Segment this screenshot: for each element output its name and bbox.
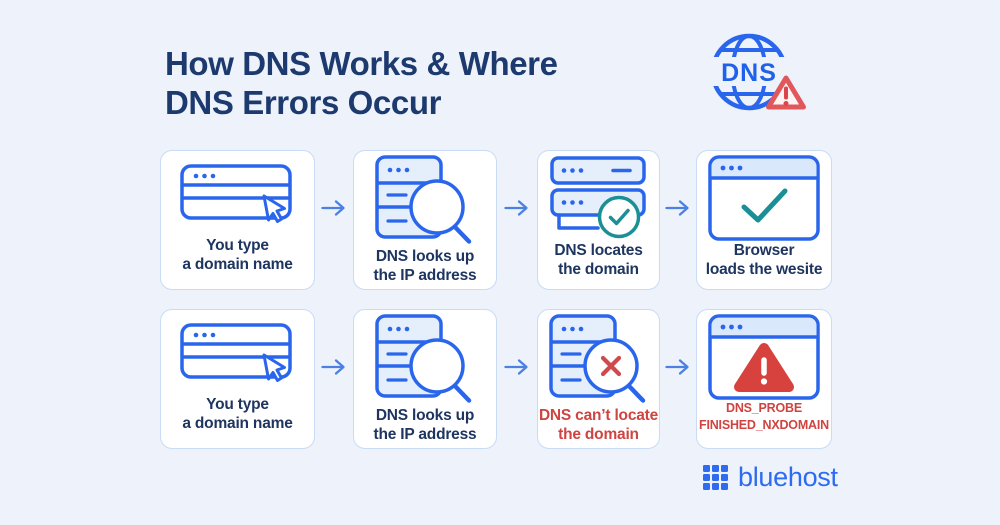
flow-arrow [315, 309, 353, 449]
server-magnifier-error-icon [538, 310, 659, 406]
arrow-right-icon [321, 200, 345, 216]
warning-triangle-icon [766, 75, 806, 110]
arrow-right-icon [321, 359, 345, 375]
dns-globe-warning-icon: DNS [703, 30, 811, 119]
flow-arrow [315, 150, 353, 290]
bluehost-wordmark: bluehost [738, 462, 838, 492]
server-magnifier-icon [354, 151, 496, 247]
address-bar-cursor-icon [161, 151, 314, 236]
flow-arrow [497, 150, 537, 290]
title-line-2: DNS Errors Occur [165, 84, 442, 121]
server-stack-check-icon [538, 151, 659, 241]
flow-arrow [660, 150, 696, 290]
arrow-right-icon [504, 200, 528, 216]
bluehost-logo: bluehost [703, 462, 838, 493]
arrow-right-icon [665, 200, 689, 216]
browser-warning-icon [697, 310, 831, 400]
title-line-1: How DNS Works & Where [165, 45, 558, 82]
arrow-right-icon [504, 359, 528, 375]
bluehost-grid-icon [703, 465, 728, 490]
server-magnifier-icon [354, 310, 496, 406]
flow-arrow [660, 309, 696, 449]
browser-check-icon [697, 151, 831, 241]
flow-arrow [497, 309, 537, 449]
arrow-right-icon [665, 359, 689, 375]
address-bar-cursor-icon [161, 310, 314, 395]
dns-label: DNS [721, 59, 777, 87]
